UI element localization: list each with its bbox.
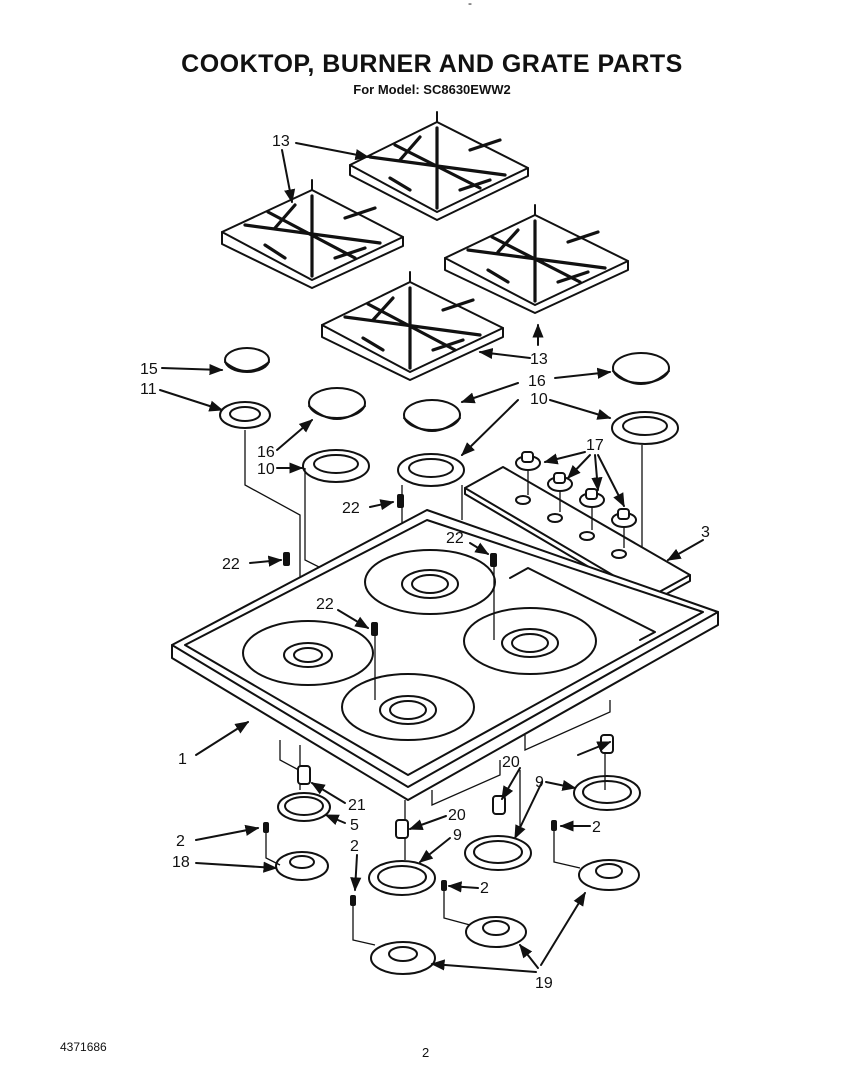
callout-22-a: 22 bbox=[342, 500, 360, 517]
callout-18: 18 bbox=[172, 854, 190, 871]
callout-22-d: 22 bbox=[316, 596, 334, 613]
grate-front bbox=[321, 271, 504, 381]
callout-2-mid: 2 bbox=[480, 880, 489, 897]
callout-2-left: 2 bbox=[176, 833, 185, 850]
top-mark: - bbox=[468, 0, 472, 10]
callout-11: 11 bbox=[140, 381, 157, 398]
callout-21: 21 bbox=[348, 797, 366, 814]
callout-19: 19 bbox=[535, 975, 553, 992]
trim-ring-11 bbox=[219, 401, 271, 429]
burner-base-center-right bbox=[464, 795, 532, 948]
callout-10-right: 10 bbox=[530, 391, 548, 408]
burner-base-center bbox=[368, 819, 436, 975]
callout-labels: 13 13 13 15 11 16 16 10 10 17 3 22 22 22… bbox=[140, 133, 710, 992]
callout-1: 1 bbox=[178, 751, 187, 768]
callout-2-right: 2 bbox=[592, 819, 601, 836]
callout-3: 3 bbox=[701, 524, 710, 541]
screws-2 bbox=[263, 820, 581, 946]
callout-5: 5 bbox=[350, 817, 359, 834]
callout-13-front: 13 bbox=[530, 351, 548, 368]
burner-cap-16-center bbox=[403, 399, 461, 432]
screws-22 bbox=[283, 494, 497, 636]
page-number: 2 bbox=[422, 1045, 430, 1060]
trim-ring-10-right bbox=[611, 411, 679, 445]
trim-ring-10-center bbox=[397, 453, 465, 487]
burner-cap-16-right bbox=[612, 352, 670, 385]
burner-base-front-left bbox=[275, 765, 331, 881]
burner-base-right bbox=[573, 734, 641, 891]
callout-9-right: 9 bbox=[535, 774, 544, 791]
grate-left bbox=[221, 179, 404, 289]
callout-arrows bbox=[159, 142, 704, 973]
page-title: COOKTOP, BURNER AND GRATE PARTS bbox=[181, 50, 683, 78]
document-number: 4371686 bbox=[60, 1040, 107, 1054]
trim-ring-10-left bbox=[302, 449, 370, 483]
callout-16-right: 16 bbox=[528, 373, 546, 390]
callout-2-center: 2 bbox=[350, 838, 359, 855]
callout-15: 15 bbox=[140, 361, 158, 378]
grate-top-center bbox=[349, 111, 529, 221]
control-knobs bbox=[515, 451, 637, 548]
burner-cap-15 bbox=[224, 347, 270, 373]
callout-16-left: 16 bbox=[257, 444, 275, 461]
cooktop-main-body bbox=[171, 509, 719, 801]
callout-20-center: 20 bbox=[448, 807, 466, 824]
callout-17: 17 bbox=[586, 437, 604, 454]
callout-13-top: 13 bbox=[272, 133, 290, 150]
callout-22-c: 22 bbox=[222, 556, 240, 573]
callout-20-right: 20 bbox=[502, 754, 520, 771]
callout-9-center: 9 bbox=[453, 827, 462, 844]
model-subtitle: For Model: SC8630EWW2 bbox=[353, 82, 511, 97]
grate-right bbox=[444, 204, 629, 314]
callout-10-left: 10 bbox=[257, 461, 275, 478]
callout-22-b: 22 bbox=[446, 530, 464, 547]
burner-cap-16-left bbox=[308, 387, 366, 420]
